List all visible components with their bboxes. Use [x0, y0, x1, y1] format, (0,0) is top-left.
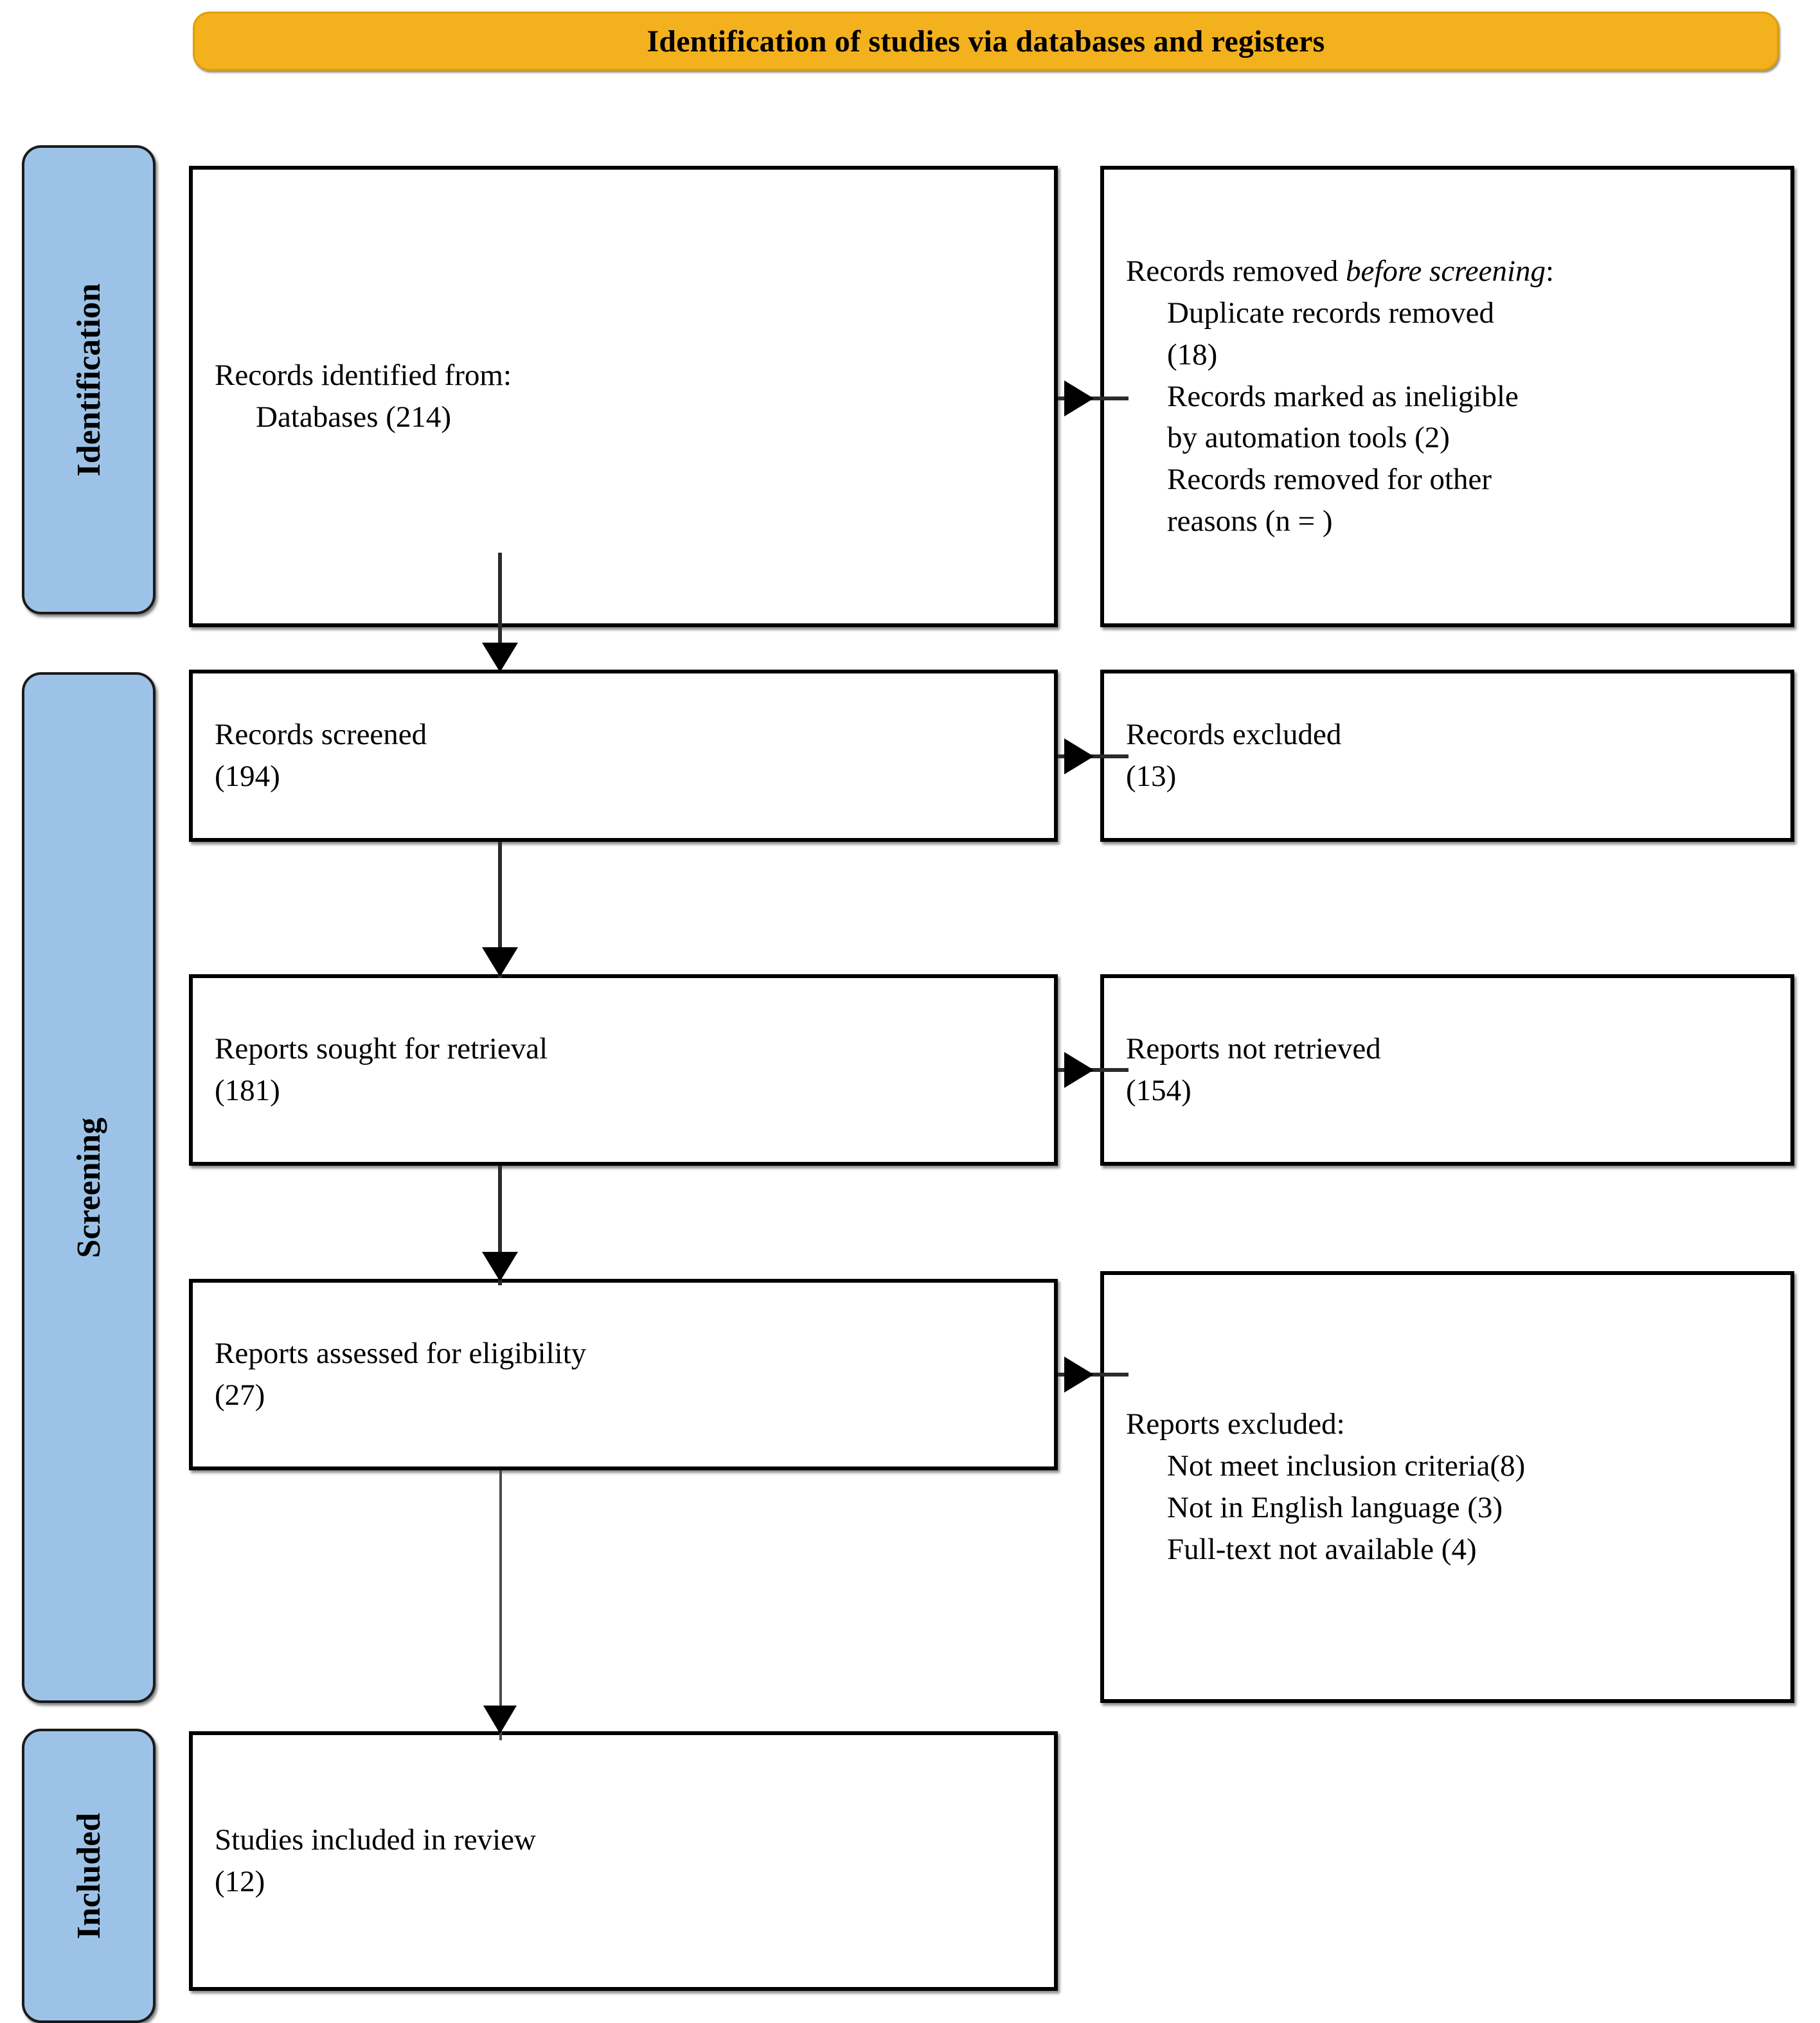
stage-label-text: Screening [70, 1117, 107, 1258]
arrowhead-identified-to-removed [1064, 380, 1094, 416]
box-line: Full-text not available (4) [1167, 1532, 1477, 1566]
box-line: (154) [1126, 1074, 1191, 1107]
box-line: (12) [215, 1865, 265, 1898]
box-line: Duplicate records removed [1167, 296, 1494, 330]
box-line: Reports assessed for eligibility [215, 1337, 587, 1371]
page-title: Identification of studies via databases … [647, 24, 1325, 58]
stage-label-included: Included [22, 1729, 156, 2023]
stage-label-identification: Identification [22, 145, 156, 614]
box-records-removed-before-screening: Records removed before screening: Duplic… [1100, 166, 1794, 627]
box-reports-not-retrieved: Reports not retrieved (154) [1100, 974, 1794, 1166]
box-line: by automation tools (2) [1167, 421, 1450, 455]
heading-prefix: Records removed [1126, 254, 1346, 288]
arrowhead-screened-to-sought [482, 947, 518, 977]
box-line: Studies included in review [215, 1823, 536, 1857]
box-records-identified: Records identified from: Databases (214) [189, 166, 1058, 627]
box-line-heading: Records removed before screening: [1126, 251, 1769, 292]
stage-label-screening: Screening [22, 672, 156, 1703]
box-reports-sought-for-retrieval: Reports sought for retrieval (181) [189, 974, 1058, 1166]
box-line: Records excluded [1126, 718, 1342, 752]
box-records-excluded: Records excluded (13) [1100, 670, 1794, 842]
box-line: Not meet inclusion criteria(8) [1167, 1449, 1526, 1483]
stage-label-text: Included [70, 1812, 107, 1939]
box-line: Reports excluded: [1126, 1407, 1345, 1441]
box-line: reasons (n = ) [1167, 504, 1333, 539]
connector-line-screened-to-sought [498, 842, 502, 978]
arrowhead-assessed-to-reports-excluded [1064, 1357, 1094, 1393]
box-line: Databases (214) [256, 400, 452, 434]
box-reports-excluded: Reports excluded: Not meet inclusion cri… [1100, 1271, 1794, 1703]
arrowhead-identified-to-screened [482, 643, 518, 672]
heading-italic: before screening [1345, 254, 1546, 288]
box-line: (27) [215, 1378, 265, 1412]
box-studies-included-in-review: Studies included in review (12) [189, 1731, 1058, 1991]
diagram-title-banner: Identification of studies via databases … [193, 12, 1779, 71]
arrowhead-sought-to-assessed [482, 1252, 518, 1281]
box-line: Not in English language (3) [1167, 1491, 1503, 1524]
box-line: (194) [215, 760, 280, 793]
box-records-screened: Records screened (194) [189, 670, 1058, 842]
box-line: Records screened [215, 718, 427, 752]
box-line: (181) [215, 1074, 280, 1107]
box-line: Records removed for other [1167, 463, 1492, 497]
box-line: Records marked as ineligible [1167, 379, 1519, 413]
arrowhead-assessed-to-included [483, 1706, 517, 1734]
arrowhead-screened-to-excluded [1064, 738, 1094, 774]
connector-line-assessed-to-included [499, 1470, 502, 1740]
box-line: (13) [1126, 760, 1177, 793]
connector-line-sought-to-assessed [498, 1166, 502, 1285]
box-reports-assessed-for-eligibility: Reports assessed for eligibility (27) [189, 1279, 1058, 1470]
box-line: (18) [1167, 337, 1218, 371]
box-line: Reports not retrieved [1126, 1032, 1381, 1066]
box-line: Records identified from: [215, 359, 512, 393]
box-line: Reports sought for retrieval [215, 1032, 548, 1066]
connector-line-identified-to-screened [498, 553, 502, 668]
arrowhead-sought-to-not-retrieved [1064, 1052, 1094, 1088]
heading-suffix: : [1546, 254, 1555, 288]
stage-label-text: Identification [70, 283, 107, 477]
